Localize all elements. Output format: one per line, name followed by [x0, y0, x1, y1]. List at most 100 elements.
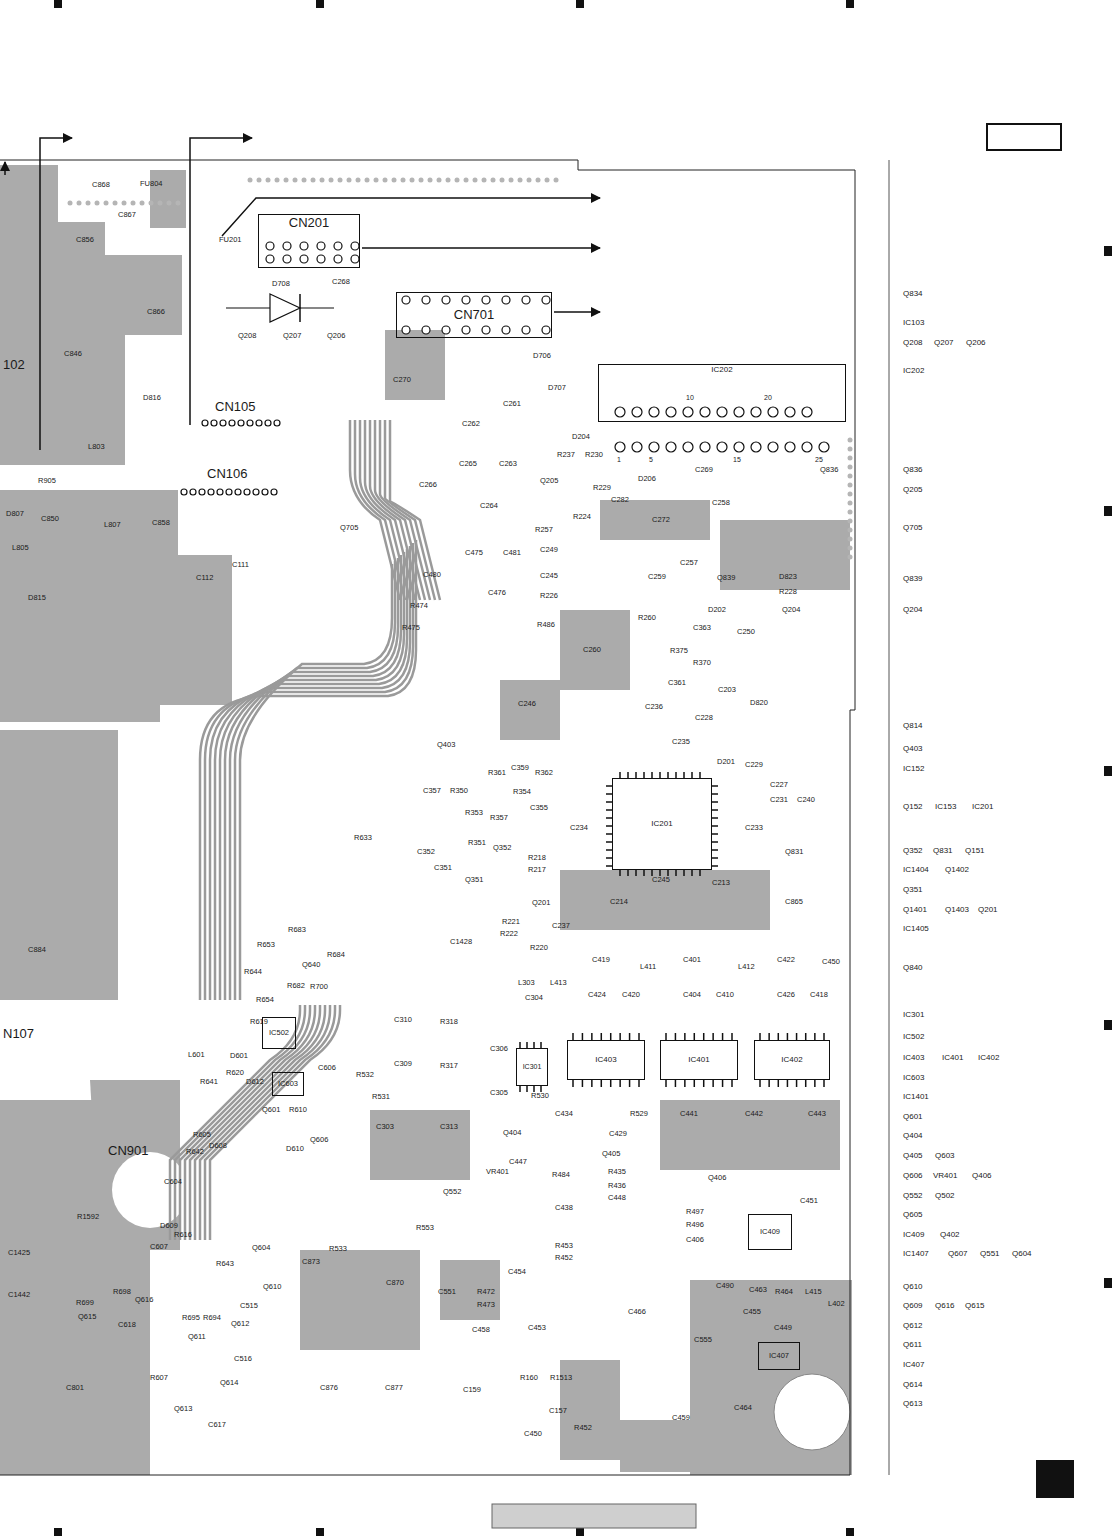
ic-pin [712, 785, 718, 787]
ic-outline: IC403 [567, 1040, 645, 1080]
part-label: C257 [680, 559, 698, 567]
via [848, 519, 853, 524]
part-label: VR401 [486, 1168, 509, 1176]
part-label: C111 [232, 561, 249, 569]
part-label: C1442 [8, 1291, 30, 1299]
pcb-trace [390, 420, 440, 600]
part-label: D707 [548, 384, 566, 392]
part-label: C454 [508, 1268, 526, 1276]
pin-pad [265, 420, 271, 426]
part-label: C250 [737, 628, 755, 636]
part-label: C607 [150, 1243, 168, 1251]
via [500, 178, 505, 183]
part-label: Q607 [948, 1250, 968, 1258]
via [266, 178, 271, 183]
via [392, 178, 397, 183]
part-label: C873 [302, 1258, 320, 1266]
part-label: FU201 [219, 236, 242, 244]
part-label: D609 [160, 1222, 178, 1230]
via [419, 178, 424, 183]
part-label: R905 [38, 477, 56, 485]
part-label: R642 [186, 1148, 204, 1156]
part-label: C442 [745, 1110, 763, 1118]
ic-pin [665, 1033, 667, 1040]
pin-pad [542, 326, 550, 334]
ic-pin [778, 1080, 780, 1087]
part-label: Q705 [903, 524, 923, 532]
via [131, 201, 136, 206]
part-label: C234 [570, 824, 588, 832]
part-label: C856 [76, 236, 94, 244]
pcb-detail [1104, 766, 1112, 776]
part-label: R464 [775, 1288, 793, 1296]
part-label: C441 [680, 1110, 698, 1118]
part-label: R473 [477, 1301, 495, 1309]
part-label: C1425 [8, 1249, 30, 1257]
pin-pad [351, 242, 359, 250]
part-label: C351 [434, 864, 452, 872]
part-label: FU804 [140, 180, 163, 188]
via [848, 483, 853, 488]
part-label: C459 [672, 1414, 690, 1422]
part-label: R226 [540, 592, 558, 600]
pcb-detail [370, 1110, 470, 1180]
via [104, 201, 109, 206]
part-label: Q351 [465, 876, 483, 884]
part-label: L807 [104, 521, 121, 529]
pcb-detail [620, 1420, 730, 1472]
part-label: Q836 [820, 466, 838, 474]
pin-pad [683, 442, 693, 452]
pin-pad [442, 326, 450, 334]
part-label: IC301 [903, 1011, 924, 1019]
part-label: R317 [440, 1062, 458, 1070]
pcb-trace [230, 558, 398, 1000]
part-label: C867 [118, 211, 136, 219]
part-label: R452 [574, 1424, 592, 1432]
part-label: Q151 [965, 847, 985, 855]
ic-pin [619, 1033, 621, 1040]
part-label: C270 [393, 376, 411, 384]
via [68, 201, 73, 206]
part-label: Q616 [135, 1296, 153, 1304]
pin-pad [300, 242, 308, 250]
part-label: IC409 [758, 1227, 782, 1237]
part-label: Q606 [903, 1172, 923, 1180]
via [275, 178, 280, 183]
part-label: C555 [694, 1336, 712, 1344]
part-label: Q604 [1012, 1250, 1032, 1258]
part-label: IC401 [686, 1055, 711, 1066]
part-label: IC401 [942, 1054, 963, 1062]
via [848, 447, 853, 452]
part-label: R357 [490, 814, 508, 822]
part-label: D815 [28, 594, 46, 602]
via [848, 456, 853, 461]
part-label: C357 [423, 787, 441, 795]
part-label: Q601 [903, 1113, 923, 1121]
part-label: C475 [465, 549, 483, 557]
via [149, 201, 154, 206]
part-label: C282 [611, 496, 629, 504]
connector-label: CN901 [108, 1144, 148, 1157]
part-label: Q615 [78, 1313, 96, 1321]
pcb-trace [235, 561, 395, 1000]
pin-pad [700, 442, 710, 452]
part-label: C231 [770, 796, 788, 804]
part-label: Q613 [174, 1405, 192, 1413]
part-label: C236 [645, 703, 663, 711]
part-label: Q604 [252, 1244, 270, 1252]
pin-pad [649, 442, 659, 452]
part-label: Q613 [903, 1400, 923, 1408]
ic-pin [591, 1080, 593, 1087]
part-label: Q403 [437, 741, 455, 749]
pin-pad [422, 326, 430, 334]
part-label: C306 [490, 1045, 508, 1053]
ic-pin [619, 1080, 621, 1087]
part-label: R475 [402, 624, 420, 632]
via [536, 178, 541, 183]
part-label: C313 [440, 1123, 458, 1131]
via [158, 201, 163, 206]
ic-pin [627, 870, 629, 876]
pin-pad [819, 442, 829, 452]
part-label: IC403 [593, 1055, 618, 1066]
